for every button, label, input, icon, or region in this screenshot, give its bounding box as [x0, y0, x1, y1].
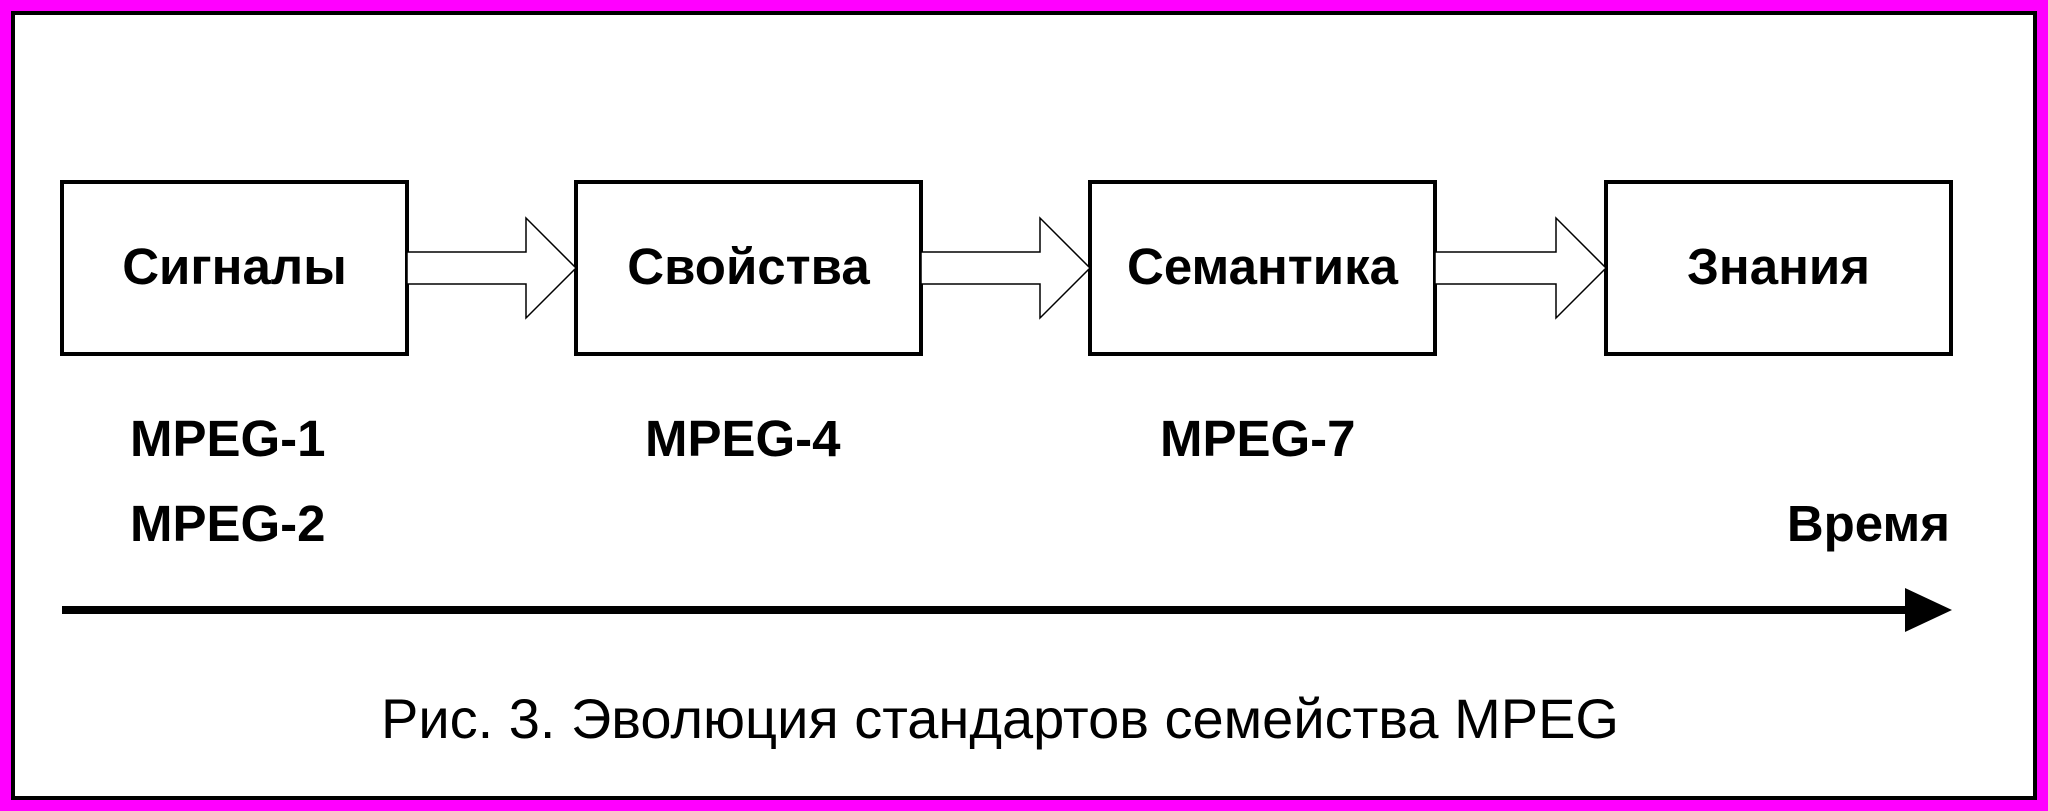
stage-label-knowledge: Знания — [1687, 238, 1870, 295]
stage-box-knowledge: Знания — [1604, 180, 1953, 356]
block-arrow-1 — [406, 216, 578, 320]
stage-label-signals: Сигналы — [122, 238, 347, 295]
standard-label-mpeg7: MPEG-7 — [1160, 410, 1356, 467]
time-axis-arrowhead — [1905, 588, 1952, 632]
stage-box-signals: Сигналы — [60, 180, 409, 356]
stage-box-semantics: Семантика — [1088, 180, 1437, 356]
stage-box-properties: Свойства — [574, 180, 923, 356]
block-arrow-3 — [1434, 216, 1608, 320]
standard-label-mpeg2: MPEG-2 — [130, 495, 326, 552]
figure-caption: Рис. 3. Эволюция стандартов семейства MP… — [381, 687, 1619, 750]
time-axis-label: Время — [1787, 495, 1950, 552]
stage-label-semantics: Семантика — [1127, 238, 1399, 295]
block-arrow-2 — [920, 216, 1092, 320]
standard-label-mpeg1: MPEG-1 — [130, 410, 326, 467]
stage-label-properties: Свойства — [627, 238, 870, 295]
standard-label-mpeg4: MPEG-4 — [645, 410, 841, 467]
diagram-frame — [11, 11, 2037, 800]
